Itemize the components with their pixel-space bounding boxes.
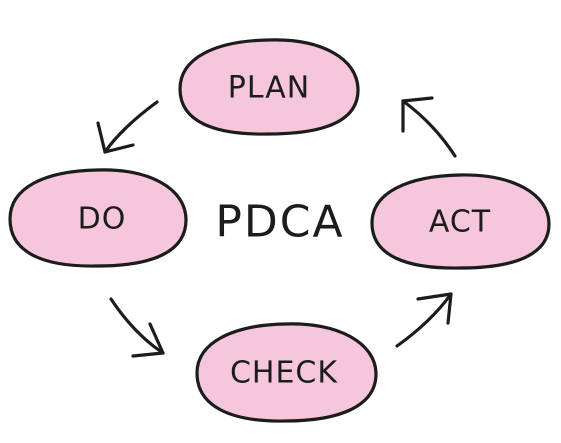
arrow-check-to-act-shaft xyxy=(395,292,453,348)
arrow-plan-to-do-head xyxy=(96,121,135,154)
node-plan: PLAN xyxy=(178,38,360,136)
node-check-shape xyxy=(195,322,378,423)
arrow-plan-to-do-shaft xyxy=(103,100,159,154)
center-label: PDCA xyxy=(215,197,344,248)
arrow-do-to-check-head xyxy=(131,322,165,358)
node-do-label: DO xyxy=(78,202,127,237)
node-check-label: CHECK xyxy=(230,356,338,391)
arrow-act-to-plan-shaft xyxy=(401,99,457,158)
node-plan-shape xyxy=(178,38,360,136)
arrow-do-to-check xyxy=(109,297,165,358)
node-act-label: ACT xyxy=(429,205,491,240)
arrow-do-to-check-shaft xyxy=(109,297,165,355)
arrow-check-to-act-head xyxy=(416,292,453,325)
node-do: DO xyxy=(8,168,188,268)
node-act-shape xyxy=(370,173,551,270)
arrow-plan-to-do xyxy=(96,100,159,154)
node-plan-label: PLAN xyxy=(228,71,310,106)
arrow-act-to-plan xyxy=(401,96,457,158)
node-do-shape xyxy=(8,168,188,268)
node-act: ACT xyxy=(370,173,551,270)
node-check: CHECK xyxy=(195,322,378,423)
arrow-act-to-plan-head xyxy=(401,96,434,133)
arrow-check-to-act xyxy=(395,292,453,348)
